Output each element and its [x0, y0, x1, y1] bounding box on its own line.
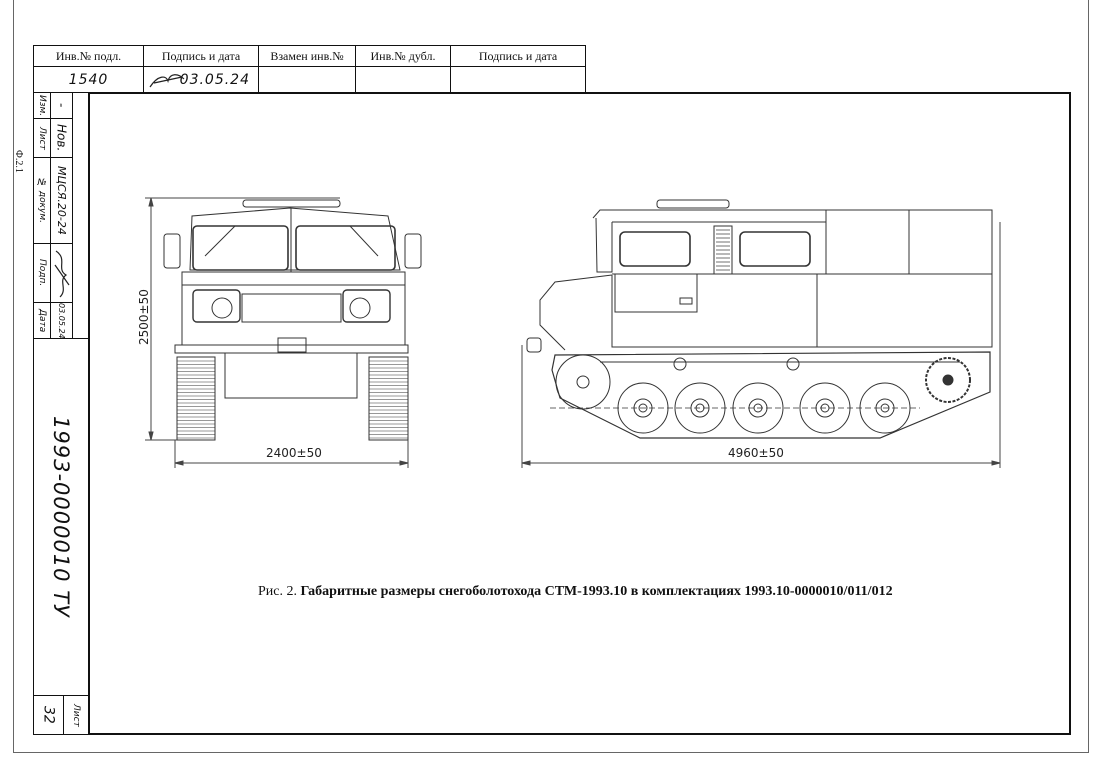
return-roller	[786, 357, 800, 371]
hood-nose	[539, 274, 613, 351]
vent-grille	[713, 225, 733, 275]
tow-hook	[526, 337, 542, 353]
return-roller	[673, 357, 687, 371]
front-width-label: 2400±50	[266, 446, 322, 460]
value-sign-date: 03.05.24	[143, 66, 259, 93]
body-outline	[592, 209, 993, 348]
main-frame	[88, 92, 1071, 735]
track-right	[368, 356, 409, 441]
idler-hub	[576, 375, 590, 389]
side-view	[526, 199, 993, 439]
side-dimensions	[521, 222, 1001, 468]
mirror-left	[163, 233, 181, 269]
front-view	[163, 199, 422, 441]
front-height-label: 2500±50	[137, 289, 151, 345]
side-length-label: 4960±50	[728, 446, 784, 460]
side-window-1	[619, 231, 691, 267]
front-dimensions	[145, 197, 409, 468]
wiper-right	[349, 225, 379, 257]
document-number: 1993-0000010 ТУ	[33, 338, 89, 696]
form-code: Ф.2.1	[13, 150, 24, 173]
windshield-post	[595, 217, 613, 273]
side-window-2	[739, 231, 811, 267]
door-handle	[679, 297, 693, 305]
road-wheel-axle	[638, 403, 648, 413]
outer-frame-bottom	[13, 752, 1089, 753]
signature-mark	[54, 250, 69, 298]
outer-frame-right	[1088, 0, 1089, 753]
headlight-cage-left	[192, 289, 241, 323]
mirror-right	[404, 233, 422, 269]
track-outline	[551, 351, 991, 439]
headlight-left	[211, 297, 233, 319]
door	[614, 273, 698, 313]
roof-hatch	[242, 199, 341, 208]
arrow	[521, 460, 1001, 466]
idler-wheel	[555, 354, 611, 410]
windshield-right	[295, 225, 396, 271]
caption-prefix: Рис. 2.	[258, 584, 297, 599]
headlight-cage-right	[342, 289, 391, 323]
headlight-right	[349, 297, 371, 319]
figure-caption: Рис. 2. Габаритные размеры снегоболотохо…	[258, 584, 893, 600]
arrow	[174, 460, 409, 466]
signature-mark	[149, 74, 185, 88]
sprocket-hub	[942, 374, 954, 386]
sheet-label: Лист	[63, 695, 89, 735]
wiper-left	[204, 225, 236, 257]
front-body	[181, 271, 406, 346]
value-sign-date-2	[450, 66, 586, 93]
caption-text: Габаритные размеры снегоболотохода СТМ-1…	[300, 584, 893, 599]
sprocket	[925, 357, 971, 403]
windshield-left	[192, 225, 289, 271]
track-left	[176, 356, 216, 441]
roof-hatch	[656, 199, 730, 209]
sign-date-text: 03.05.24	[179, 71, 250, 88]
outer-frame-left	[13, 0, 14, 753]
grille	[241, 293, 342, 323]
underbody-box	[224, 352, 358, 399]
arrow	[148, 197, 154, 441]
